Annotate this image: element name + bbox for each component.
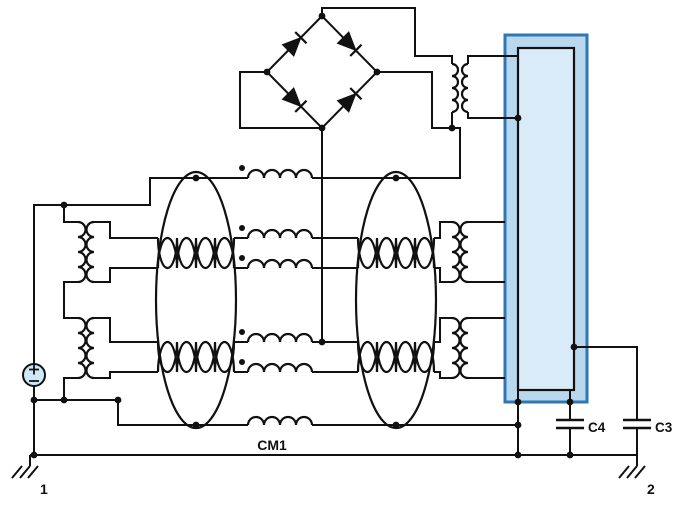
transformer-right-bottom [451, 316, 469, 380]
wire-secondary-rows [94, 221, 452, 379]
inductor-icon [246, 168, 314, 179]
wire-bridge-loops [239, 7, 518, 342]
junction-dot [60, 201, 68, 209]
inductor-icon [246, 362, 314, 373]
inductor-icon [246, 332, 314, 343]
polarity-dot [239, 359, 245, 365]
winding-icon [459, 220, 469, 284]
inductor-icon [246, 415, 314, 426]
junction-dot [263, 68, 271, 76]
coupled-winding-icon [356, 340, 436, 374]
voltage-source-icon [22, 363, 46, 387]
coupled-winding-icon [356, 236, 436, 270]
diode-bridge [265, 14, 379, 130]
transformer-left-top [77, 220, 95, 284]
diode-icon [336, 87, 363, 113]
polarity-dot [239, 165, 245, 171]
winding-icon [77, 316, 87, 380]
winding-icon [451, 316, 461, 380]
junction-dot [392, 174, 400, 182]
junction-dot [318, 124, 326, 132]
junction-dot [114, 396, 122, 404]
coupled-winding-icon [156, 340, 236, 374]
junction-dots [30, 12, 578, 459]
capacitor-c3-icon [623, 418, 651, 430]
diode-icon [336, 31, 363, 57]
diode-icon [281, 87, 308, 113]
junction-dot [448, 124, 456, 132]
polarity-dot [239, 255, 245, 261]
transformer-top-right [451, 62, 469, 114]
winding-icon [451, 220, 461, 284]
winding-icon [451, 62, 460, 114]
label-ground-1: 1 [40, 481, 48, 497]
output-module-inner [516, 46, 576, 392]
ground-1-icon [11, 455, 39, 479]
junction-dot [192, 421, 200, 429]
junction-dot [373, 68, 381, 76]
winding-icon [460, 62, 469, 114]
junction-dot [60, 396, 68, 404]
coupled-winding-icon [156, 236, 236, 270]
label-c3: C3 [655, 420, 673, 435]
winding-icon [85, 316, 95, 380]
choke-core-left-icon [154, 170, 238, 430]
transformer-right-top [451, 220, 469, 284]
junction-dot [570, 343, 578, 351]
winding-icon [85, 220, 95, 284]
junction-dot [566, 398, 574, 406]
junction-dot [514, 114, 522, 122]
winding-icon [459, 316, 469, 380]
inductor-icon [246, 258, 314, 269]
label-cm1: CM1 [257, 437, 287, 453]
junction-dot [514, 398, 522, 406]
junction-dot [30, 396, 38, 404]
junction-dot [192, 174, 200, 182]
inductor-icon [246, 228, 314, 239]
polarity-dot [239, 329, 245, 335]
label-ground-2: 2 [647, 481, 655, 497]
inductor-row-icons [246, 168, 314, 426]
capacitor-c4-icon [556, 418, 584, 430]
junction-dot [514, 421, 522, 429]
wires [30, 7, 638, 456]
wire-source-and-primary-left [33, 177, 248, 455]
output-module [503, 33, 589, 404]
transformer-left-bottom [77, 316, 95, 380]
junction-dot [392, 421, 400, 429]
winding-icon [77, 220, 87, 284]
polarity-dots [239, 165, 245, 365]
choke-core-right-icon [354, 170, 438, 430]
ground-2-icon [618, 455, 646, 479]
label-c4: C4 [588, 420, 606, 435]
junction-dot [514, 451, 522, 459]
junction-dot [566, 451, 574, 459]
junction-dot [318, 338, 326, 346]
diode-icon [281, 31, 308, 57]
junction-dot [318, 12, 326, 20]
polarity-dot [239, 225, 245, 231]
plus-minus-icon [29, 364, 39, 382]
junction-dot [30, 451, 38, 459]
bridge-frame [265, 14, 379, 130]
